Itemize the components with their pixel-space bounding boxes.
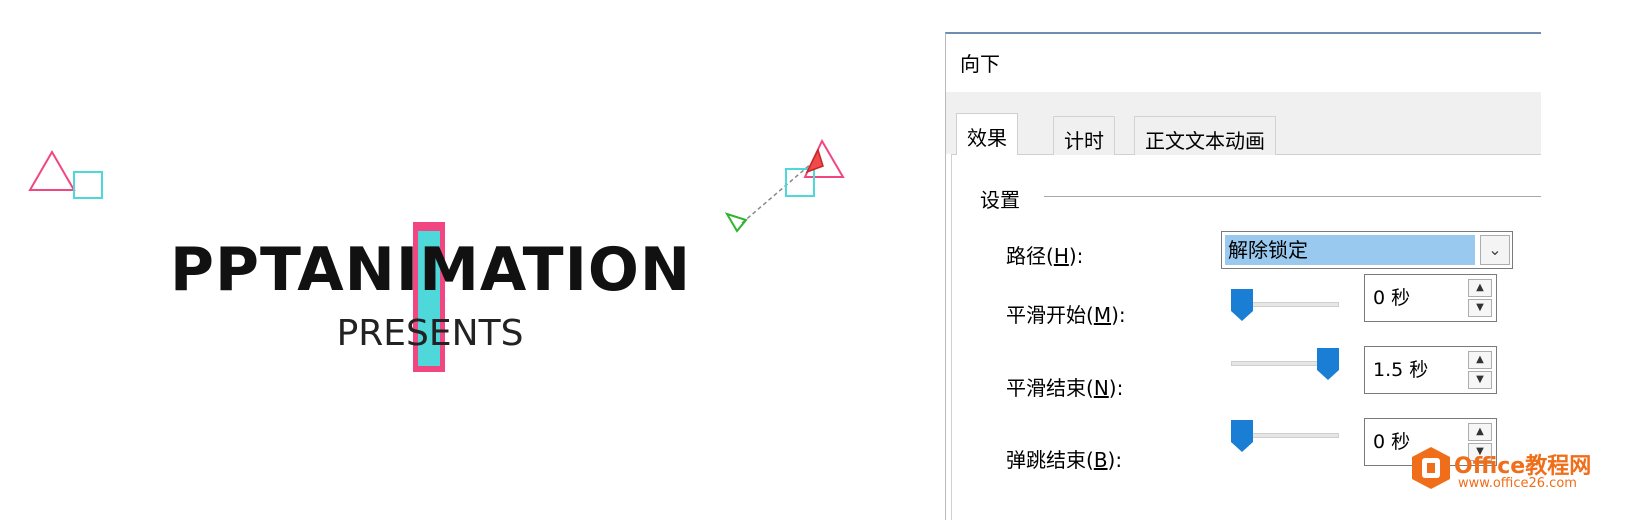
slider-thumb[interactable] [1317,348,1339,380]
smooth-start-spinbox[interactable]: 0 秒 ▲ ▼ [1364,274,1497,322]
office-logo-icon [1412,447,1450,489]
settings-group-divider [1044,196,1541,197]
settings-group-label: 设置 [980,184,1028,213]
smooth-start-slider[interactable] [1231,289,1339,321]
slide-shapes [28,138,845,233]
spin-down-icon[interactable]: ▼ [1468,299,1492,317]
bounce-end-label: 弹跳结束(B): [1006,448,1123,472]
smooth-start-value[interactable]: 0 秒 [1373,287,1411,309]
slide-preview: PPTANIMATION PRESENTS [28,138,845,372]
square-shape-right [785,168,815,197]
cyan-bar-shape [418,231,440,366]
motion-path-end-icon [805,148,824,174]
tab-text-animation[interactable]: 正文文本动画 [1134,116,1276,155]
smooth-end-value[interactable]: 1.5 秒 [1373,359,1429,381]
spin-up-icon[interactable]: ▲ [1468,351,1492,369]
spin-down-icon[interactable]: ▼ [1468,443,1492,461]
tab-timing[interactable]: 计时 [1053,116,1115,155]
chevron-down-icon[interactable]: ⌄ [1480,235,1510,265]
motion-path-line [741,162,813,224]
bounce-end-value[interactable]: 0 秒 [1373,431,1411,453]
smooth-end-slider[interactable] [1231,348,1339,380]
smooth-end-label: 平滑结束(N): [1006,376,1124,400]
path-combobox[interactable]: 解除锁定 ⌄ [1221,231,1513,269]
spin-up-icon[interactable]: ▲ [1468,423,1492,441]
slider-thumb[interactable] [1231,289,1253,321]
square-shape-left [73,171,103,199]
slide-title: PPTANIMATION [170,235,692,305]
spin-up-icon[interactable]: ▲ [1468,279,1492,297]
spin-down-icon[interactable]: ▼ [1468,371,1492,389]
triangle-shape-left [28,150,76,191]
bounce-end-slider[interactable] [1231,420,1339,452]
watermark-site-name: Office教程网 [1454,454,1592,479]
motion-path-start-icon [724,212,748,233]
path-combobox-value: 解除锁定 [1225,235,1475,265]
smooth-start-label: 平滑开始(M): [1006,303,1126,327]
slide-subtitle: PRESENTS [336,313,524,354]
tab-effect[interactable]: 效果 [956,113,1018,155]
effect-options-dialog: 向下 效果 计时 正文文本动画 设置 路径(H): 解除锁定 ⌄ 平滑开始(M)… [945,32,1541,520]
smooth-end-spinbox[interactable]: 1.5 秒 ▲ ▼ [1364,346,1497,394]
slider-thumb[interactable] [1231,420,1253,452]
dialog-title: 向下 [960,52,1000,76]
triangle-shape-right [803,138,845,178]
watermark: Office教程网 www.office26.com [1408,440,1638,500]
watermark-url: www.office26.com [1458,476,1577,491]
path-label: 路径(H): [1006,244,1084,268]
